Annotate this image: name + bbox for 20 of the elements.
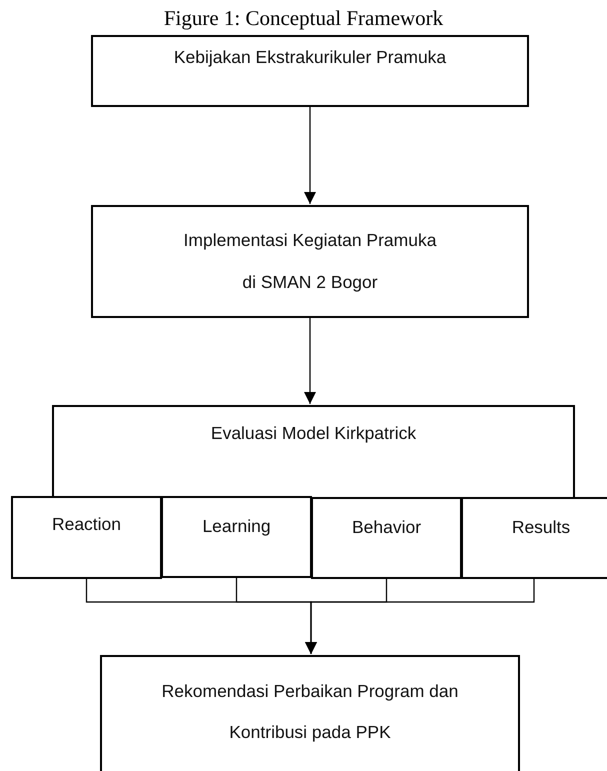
figure-title: Figure 1: Conceptual Framework — [162, 6, 444, 31]
box-label: Implementasi Kegiatan Pramuka di SMAN 2 Bogor — [182, 229, 438, 294]
box-label: Evaluasi Model Kirkpatrick — [210, 422, 416, 445]
box-label: Rekomendasi Perbaikan Program dan Kontribusi pada PPK — [160, 680, 460, 744]
process-box — [161, 496, 312, 578]
box-label: Behavior — [352, 516, 422, 539]
box-label: Reaction — [52, 513, 122, 536]
process-box — [91, 205, 529, 318]
box-label: Kebijakan Ekstrakurikuler Pramuka — [174, 46, 446, 69]
arrow — [305, 579, 535, 654]
box-label: Learning — [202, 515, 271, 538]
box-label: Results — [512, 516, 570, 539]
arrow — [304, 318, 316, 404]
process-box — [91, 35, 529, 107]
process-box — [52, 405, 575, 499]
process-box — [311, 497, 462, 579]
process-box — [100, 655, 520, 771]
process-box — [461, 497, 607, 579]
arrow — [304, 107, 316, 204]
process-box — [11, 496, 162, 579]
